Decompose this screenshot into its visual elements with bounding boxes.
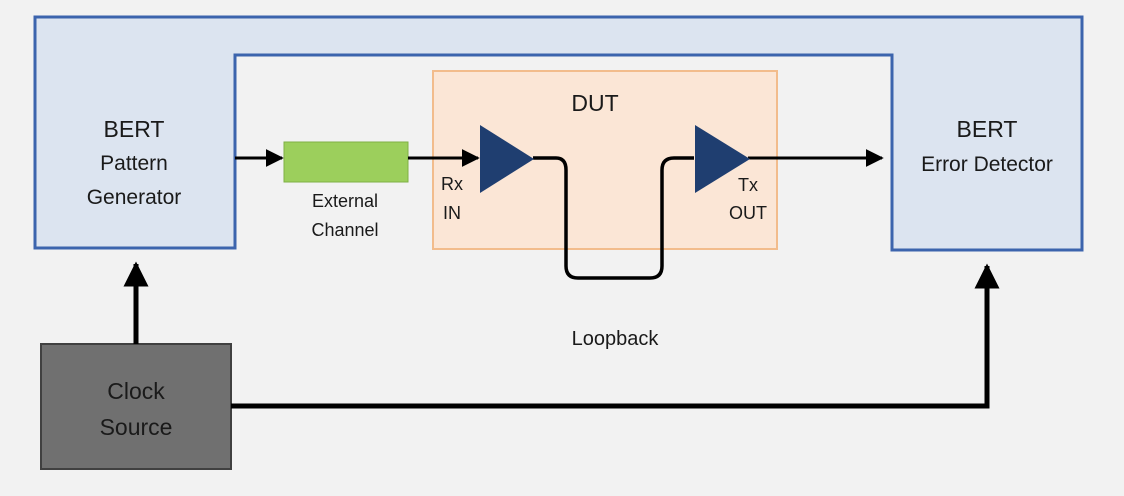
rx-label-line1: Rx	[441, 174, 463, 194]
loopback-path	[533, 156, 694, 280]
tx-buffer-icon	[695, 125, 750, 193]
generator-label-line2: Pattern	[100, 152, 168, 175]
detector-label-line2: Error Detector	[921, 153, 1053, 176]
generator-label-line3: Generator	[87, 186, 182, 209]
clock-source-label-line2: Source	[100, 414, 173, 440]
generator-label-line1: BERT	[104, 116, 165, 142]
rx-buffer-icon	[480, 125, 534, 193]
clock-to-detector-arrow	[231, 263, 1000, 409]
external-channel-label-line2: Channel	[311, 220, 378, 240]
external-channel-box	[283, 141, 409, 183]
tx-label-line2: OUT	[729, 203, 767, 223]
external-channel-label-line1: External	[312, 191, 378, 211]
bert-enclosure	[33, 15, 1084, 252]
clock-source-label-line1: Clock	[107, 378, 165, 404]
loopback-label: Loopback	[572, 328, 660, 350]
dut-title: DUT	[571, 90, 618, 116]
rx-label-line2: IN	[443, 203, 461, 223]
tx-label-line1: Tx	[738, 175, 758, 195]
clock-source-box	[40, 343, 232, 470]
detector-label-line1: BERT	[957, 116, 1018, 142]
